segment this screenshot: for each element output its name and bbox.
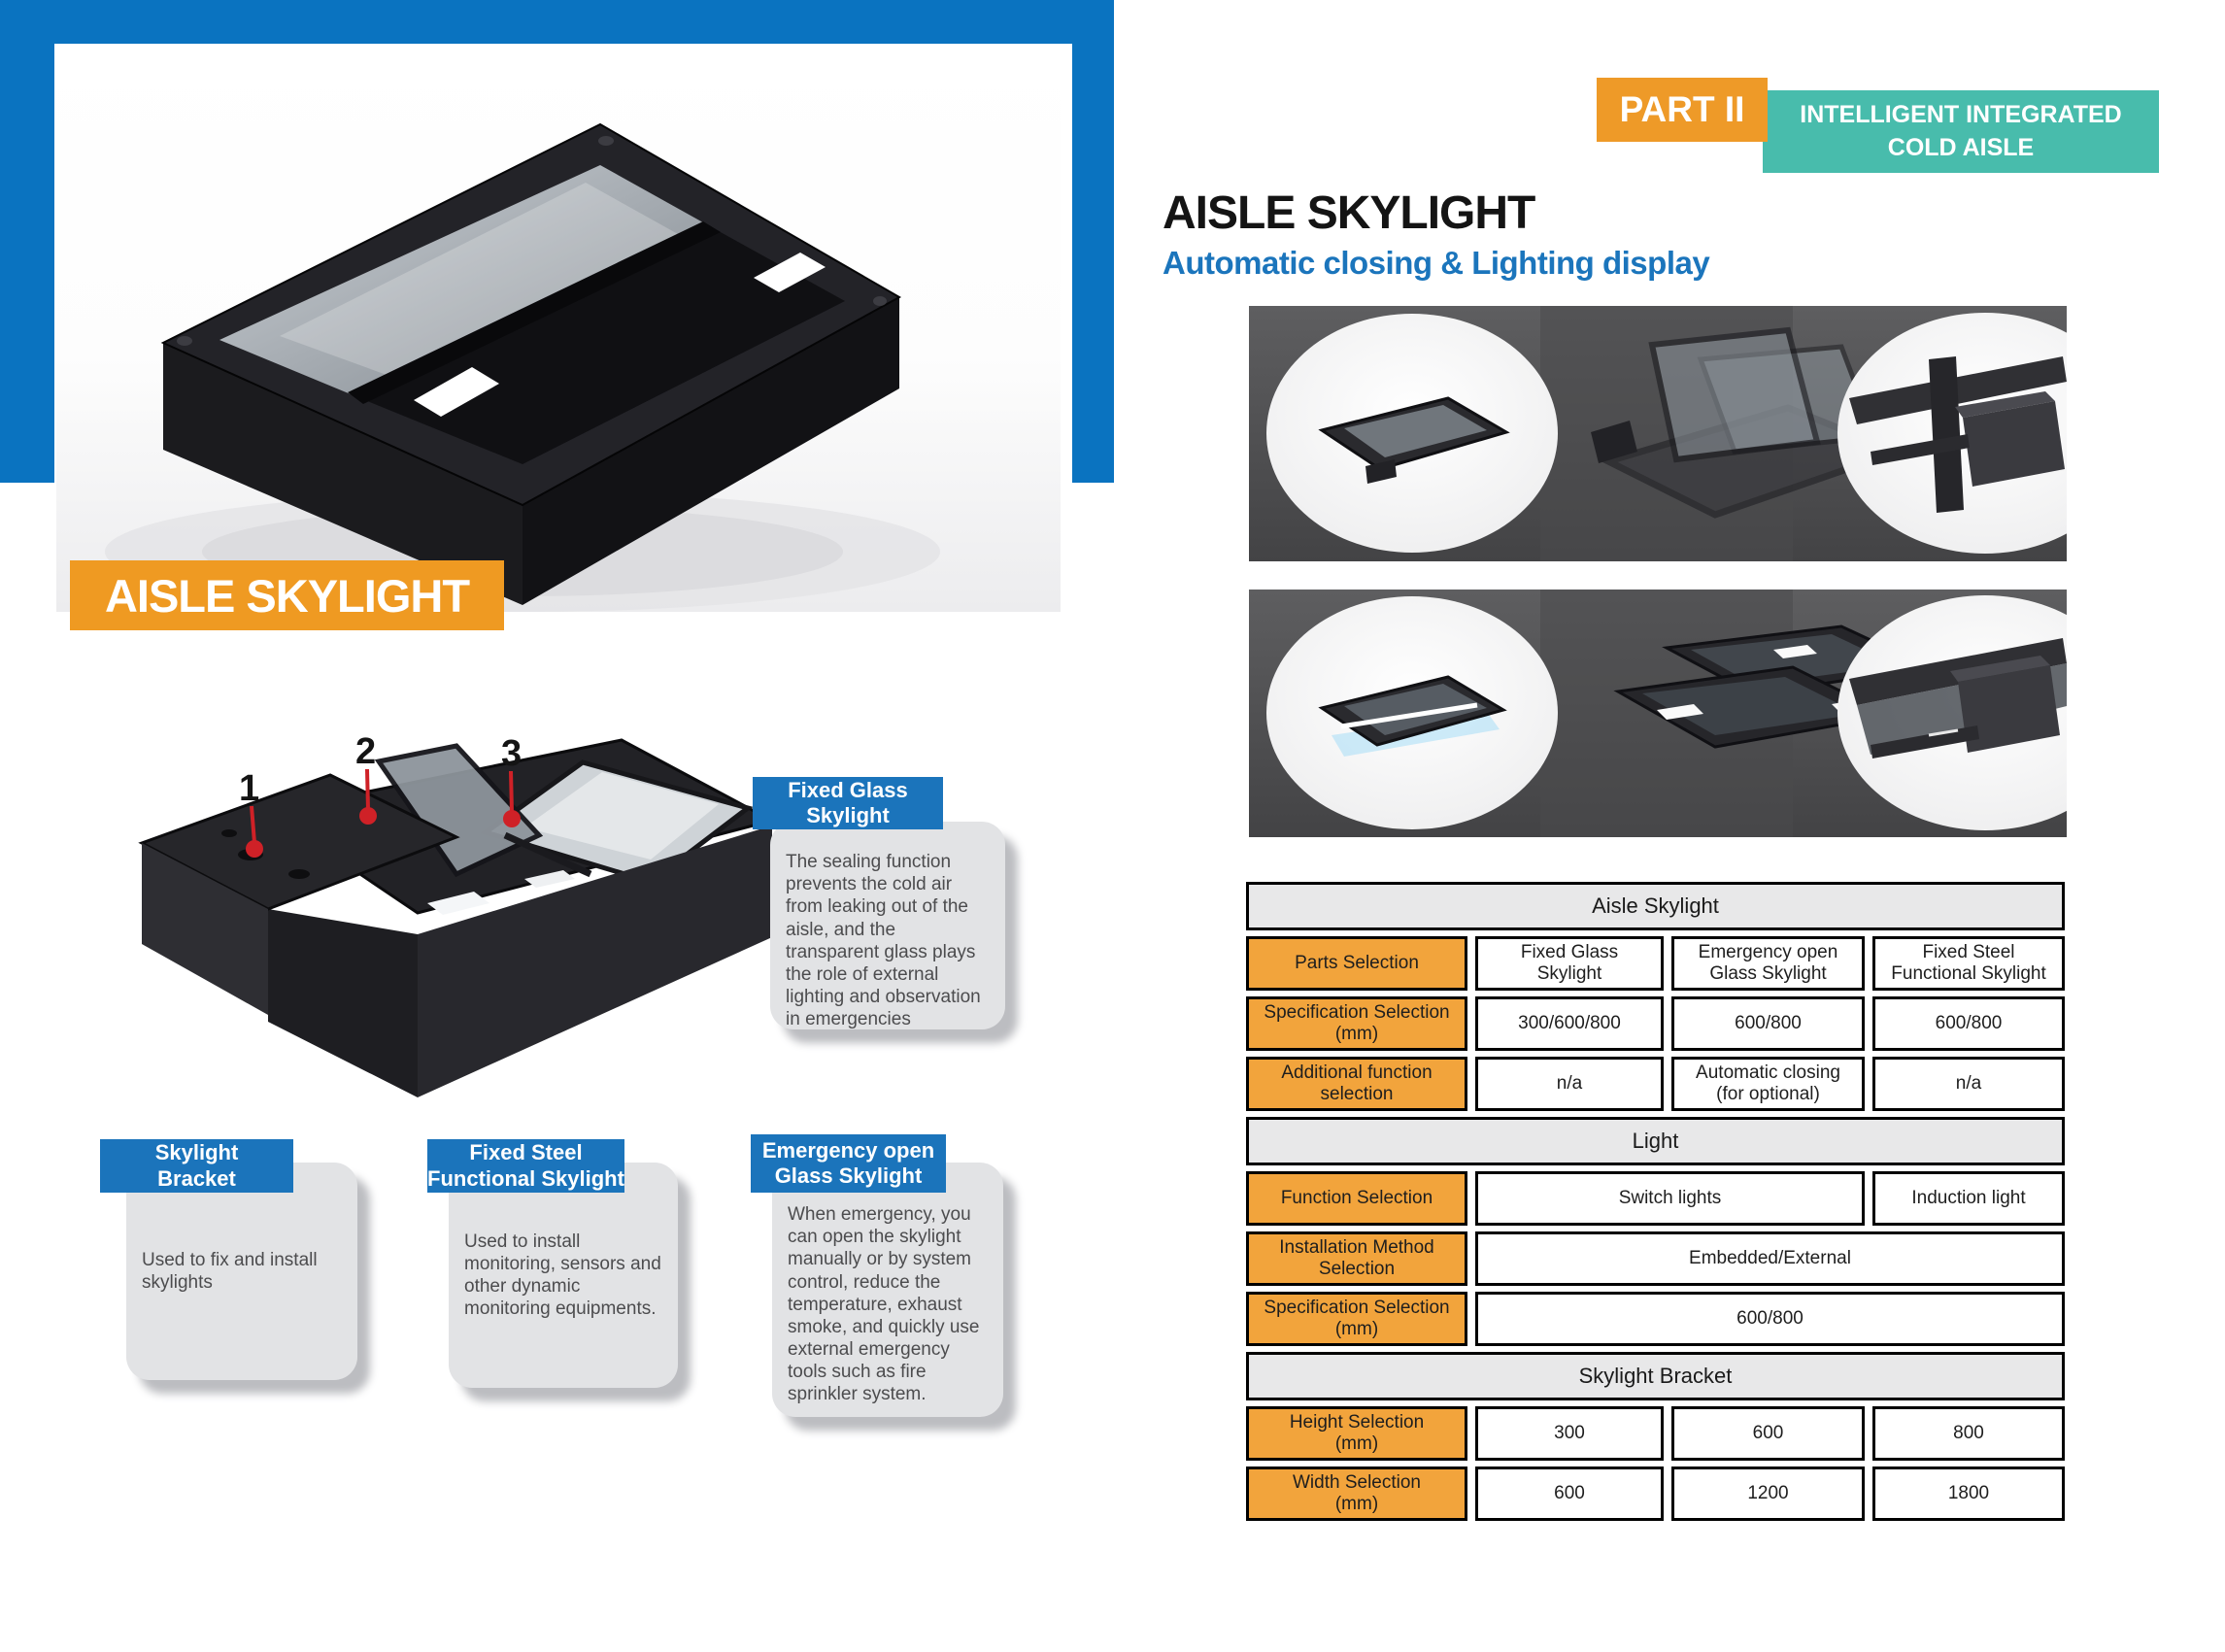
light-window xyxy=(414,367,499,417)
table-cell: 300 xyxy=(1475,1406,1664,1461)
hero-product-photo xyxy=(56,47,1061,612)
banner-label: AISLE SKYLIGHT xyxy=(104,569,470,622)
table-row-label: Specification Selection(mm) xyxy=(1246,1292,1467,1346)
callout-body-text: Used to fix and install skylights xyxy=(142,1249,318,1293)
blue-frame-right xyxy=(1072,44,1114,483)
table-cell: 300/600/800 xyxy=(1475,996,1664,1051)
diagram-leader-1: 1 xyxy=(239,768,263,858)
callout-fixed-glass-skylight-body: The sealing function prevents the cold a… xyxy=(770,822,1005,1029)
table-section-header: Light xyxy=(1246,1117,2065,1165)
table-row-label: Specification Selection(mm) xyxy=(1246,996,1467,1051)
table-row-label: Width Selection(mm) xyxy=(1246,1467,1467,1521)
series-badge-line2: COLD AISLE xyxy=(1887,133,2035,161)
callout-title-line: Bracket xyxy=(157,1165,236,1191)
callout-body-text: The sealing function prevents the cold a… xyxy=(786,852,981,1030)
table-cell: 1800 xyxy=(1872,1467,2065,1521)
table-cell: 800 xyxy=(1872,1406,2065,1461)
leader-dot xyxy=(359,807,377,825)
blue-frame-top xyxy=(0,0,1114,44)
callout-title-line: Skylight xyxy=(806,803,890,827)
page-title: AISLE SKYLIGHT xyxy=(1163,187,1535,239)
callout-title-line: Functional Skylight xyxy=(427,1165,624,1191)
leader-dot xyxy=(246,840,263,858)
callout-title-line: Fixed Steel xyxy=(469,1140,583,1165)
table-cell: Induction light xyxy=(1872,1171,2065,1226)
table-cell: 600/800 xyxy=(1872,996,2065,1051)
part-badge-label: PART II xyxy=(1619,89,1745,129)
table-cell: 600 xyxy=(1475,1467,1664,1521)
light-window xyxy=(1773,645,1817,658)
diagram-number-3: 3 xyxy=(501,733,522,774)
callout-emergency-open-skylight-body: When emergency, you can open the skyligh… xyxy=(772,1163,1003,1417)
bracket-wing xyxy=(138,773,460,911)
page-subtitle: Automatic closing & Lighting display xyxy=(1163,245,1710,281)
callout-title-line: Fixed Glass xyxy=(788,777,908,802)
series-badge: INTELLIGENT INTEGRATED COLD AISLE xyxy=(1763,90,2159,173)
table-cell: Embedded/External xyxy=(1475,1231,2065,1286)
leader-dot xyxy=(503,810,521,827)
skylight-diagram: 1 2 3 xyxy=(136,719,777,1127)
table-cell: Fixed Glass Skylight xyxy=(1475,936,1664,991)
part-badge: PART II xyxy=(1597,78,1768,142)
skylight-render-illustration xyxy=(105,122,940,612)
photo-strip-lighting-skylight xyxy=(1249,590,2067,837)
table-section-header: Skylight Bracket xyxy=(1246,1352,2065,1400)
callout-skylight-bracket-header: Skylight Bracket xyxy=(100,1139,293,1193)
table-cell: 600/800 xyxy=(1671,996,1865,1051)
callout-fixed-glass-skylight-header: Fixed Glass Skylight xyxy=(753,777,943,829)
photo-strip-1-illustration xyxy=(1249,306,2067,561)
callout-body-text: Used to install monitoring, sensors and … xyxy=(464,1231,661,1320)
diagram-number-2: 2 xyxy=(355,731,376,772)
callout-emergency-open-skylight-header: Emergency open Glass Skylight xyxy=(751,1134,946,1193)
photo-strip-2-illustration xyxy=(1249,590,2067,837)
light-strip xyxy=(1340,702,1478,729)
table-cell: Emergency open Glass Skylight xyxy=(1671,936,1865,991)
table-cell: 1200 xyxy=(1671,1467,1865,1521)
table-cell: Switch lights xyxy=(1475,1171,1865,1226)
table-cell: 600/800 xyxy=(1475,1292,2065,1346)
callout-fixed-steel-skylight-body: Used to install monitoring, sensors and … xyxy=(449,1163,678,1388)
aisle-skylight-banner: AISLE SKYLIGHT xyxy=(70,560,504,630)
table-cell: Automatic closing (for optional) xyxy=(1671,1057,1865,1111)
callout-title-line: Emergency open xyxy=(761,1137,935,1163)
table-cell: 600 xyxy=(1671,1406,1865,1461)
light-window xyxy=(754,253,826,292)
table-row-label: Height Selection(mm) xyxy=(1246,1406,1467,1461)
diagram-leader-2: 2 xyxy=(355,731,377,825)
diagram-number-1: 1 xyxy=(239,768,259,809)
series-badge-line1: INTELLIGENT INTEGRATED xyxy=(1800,100,2122,128)
table-row-label: Function Selection xyxy=(1246,1171,1467,1226)
callout-title-line: Skylight xyxy=(154,1140,239,1165)
blue-frame-left xyxy=(0,44,54,483)
glass-panel xyxy=(219,165,710,396)
light-window xyxy=(1657,704,1703,720)
diagram-leader-3: 3 xyxy=(501,733,522,827)
callout-title-line: Glass Skylight xyxy=(774,1163,923,1188)
table-cell: n/a xyxy=(1872,1057,2065,1111)
photo-strip-open-skylight xyxy=(1249,306,2067,561)
table-section-header: Aisle Skylight xyxy=(1246,882,2065,930)
table-cell: Fixed Steel Functional Skylight xyxy=(1872,936,2065,991)
table-row-label: Parts Selection xyxy=(1246,936,1467,991)
table-cell: n/a xyxy=(1475,1057,1664,1111)
callout-body-text: When emergency, you can open the skyligh… xyxy=(788,1204,980,1405)
callout-skylight-bracket-body: Used to fix and install skylights xyxy=(126,1163,357,1380)
callout-fixed-steel-skylight-header: Fixed Steel Functional Skylight xyxy=(427,1139,624,1193)
skylight-diagram-illustration: 1 2 3 xyxy=(138,731,777,1097)
